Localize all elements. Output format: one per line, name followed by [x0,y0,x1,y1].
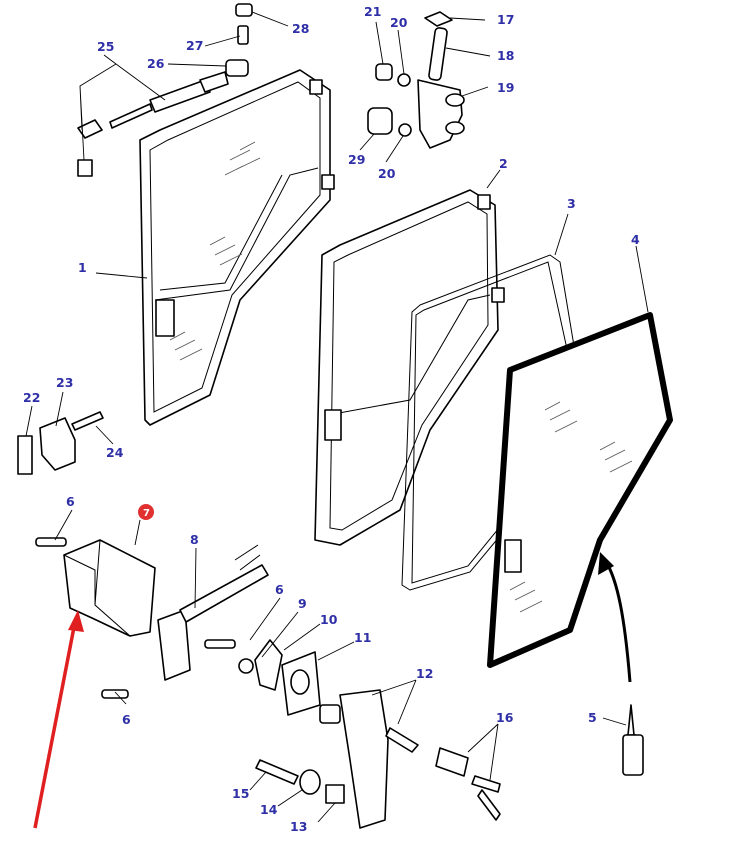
callout-29: 29 [348,152,365,167]
leader-lines [25,11,649,823]
callout-20-b: 20 [378,166,396,181]
callout-15: 15 [232,786,249,801]
callout-6-b: 6 [275,582,284,597]
callout-2: 2 [499,156,508,171]
callout-8: 8 [190,532,199,547]
callout-7-badge [138,504,154,520]
callout-9: 9 [298,596,307,611]
callout-6-c: 6 [122,712,131,727]
callout-1: 1 [78,260,87,275]
callout-6-a: 6 [66,494,75,509]
callout-17: 17 [497,12,514,27]
latch-cover-7 [35,537,156,637]
callout-4: 4 [631,232,640,247]
callout-5: 5 [588,710,597,725]
callout-3: 3 [567,196,576,211]
sealant-tube-5 [622,704,644,776]
handle-group [255,689,501,829]
pointer-arrow [598,552,632,683]
hinge-group [367,11,465,149]
latch-mechanism [101,544,321,716]
callout-21: 21 [364,4,381,19]
callout-11: 11 [354,630,371,645]
callout-26: 26 [147,56,165,71]
callout-labels: 1 2 3 4 5 6 6 6 7 8 9 10 11 12 13 14 15 … [23,4,640,834]
callout-27: 27 [186,38,203,53]
callout-20-a: 20 [390,15,408,30]
callout-14: 14 [260,802,278,817]
callout-10: 10 [320,612,338,627]
callout-25: 25 [97,39,114,54]
highlight-arrow [33,610,84,829]
bracket-group [17,411,104,475]
callout-12: 12 [416,666,433,681]
gas-strut-group [77,3,253,177]
door-frame-2 [314,189,505,546]
callout-23: 23 [56,375,73,390]
callout-13: 13 [290,819,307,834]
callout-18: 18 [497,48,514,63]
door-frame-1 [139,69,335,426]
callout-22: 22 [23,390,40,405]
callout-19: 19 [497,80,514,95]
callout-16: 16 [496,710,514,725]
callout-7: 7 [143,508,150,519]
door-glass-4 [487,312,673,668]
callout-28: 28 [292,21,309,36]
callout-24: 24 [106,445,124,460]
